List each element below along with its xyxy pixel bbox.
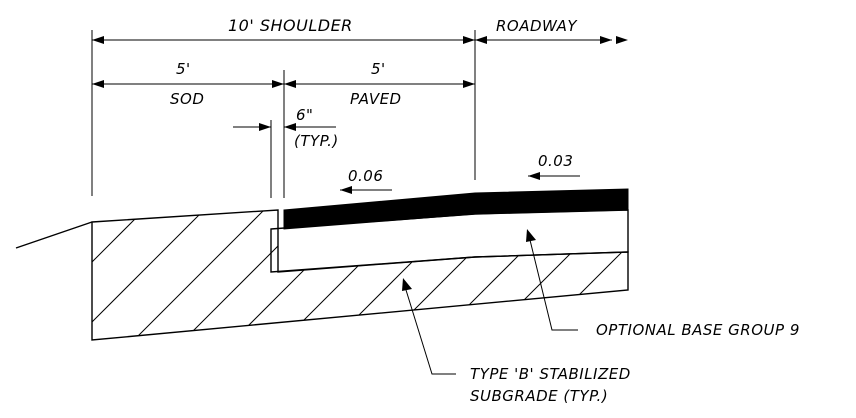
base-callout: OPTIONAL BASE GROUP 9 — [526, 229, 800, 339]
extension-lines — [91, 30, 476, 198]
subgrade-outline — [91, 209, 629, 341]
sod-width-label: 5' — [176, 60, 191, 78]
slope-shoulder-label: 0.06 — [348, 167, 383, 185]
shoulder-width-label: 10' SHOULDER — [228, 16, 353, 35]
paved-label: PAVED — [350, 90, 402, 108]
subgrade-leader-line — [405, 289, 456, 375]
dimension-sod: 5' SOD — [92, 60, 284, 108]
ground-slope-line — [15, 221, 93, 249]
dimension-roadway: ROADWAY — [475, 17, 628, 44]
gap-width-label: 6" — [296, 106, 313, 124]
roadway-continuation-arrow — [616, 36, 628, 44]
paved-width-label: 5' — [371, 60, 386, 78]
subgrade-callout-line2: SUBGRADE (TYP.) — [470, 387, 608, 405]
base-callout-label: OPTIONAL BASE GROUP 9 — [596, 321, 800, 339]
dimension-gap: 6" (TYP.) — [233, 106, 339, 150]
slope-indicator-shoulder: 0.06 — [340, 167, 392, 194]
base-leader-arrowhead — [526, 229, 536, 242]
base-leader-line — [529, 239, 578, 331]
sod-label: SOD — [170, 90, 204, 108]
dimension-paved: 5' PAVED — [284, 60, 475, 108]
gap-note-label: (TYP.) — [294, 132, 339, 150]
subgrade-callout-line1: TYPE 'B' STABILIZED — [470, 365, 631, 383]
subgrade-callout: TYPE 'B' STABILIZED SUBGRADE (TYP.) — [402, 278, 631, 405]
slope-indicator-roadway: 0.03 — [528, 152, 580, 180]
dimension-shoulder: 10' SHOULDER — [92, 16, 475, 44]
slope-roadway-label: 0.03 — [538, 152, 573, 170]
asphalt-pavement-layer — [283, 188, 629, 230]
subgrade-leader-arrowhead — [402, 278, 412, 291]
roadway-label: ROADWAY — [496, 17, 578, 35]
